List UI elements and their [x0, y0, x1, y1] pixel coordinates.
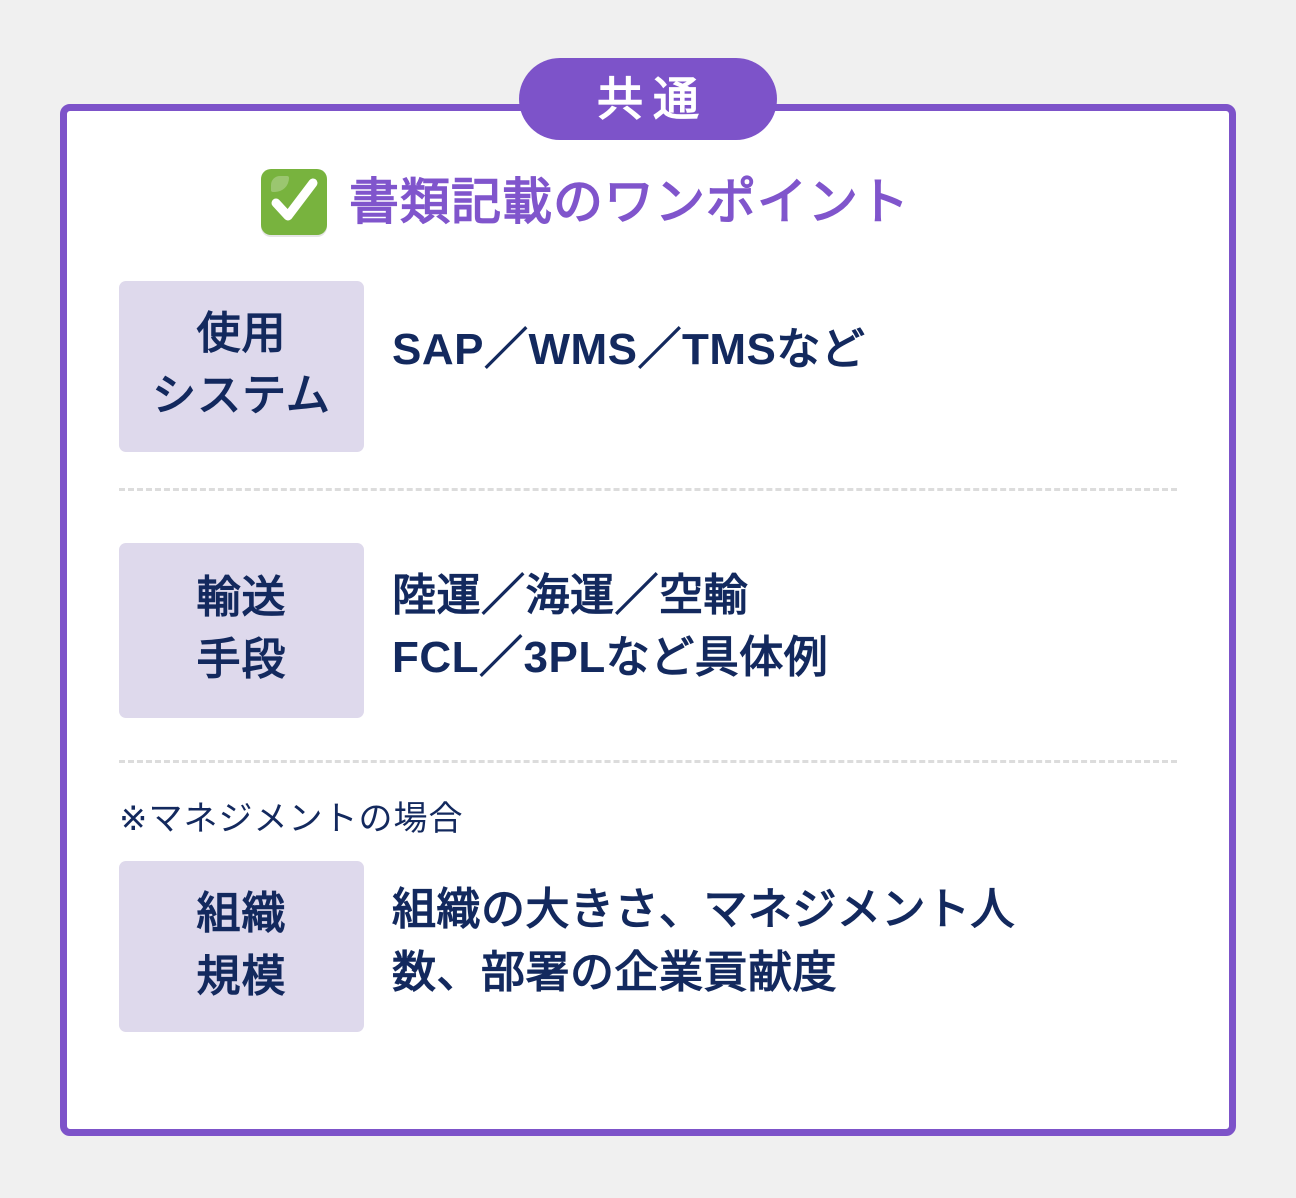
chip-line: 組織 — [196, 889, 287, 939]
row-systems-label-chip: 使用 システム — [119, 281, 364, 452]
divider-2 — [119, 759, 1177, 763]
row-organization: 組織 規模 組織の大きさ、マネジメント人 数、部署の企業貢献度 — [119, 861, 1177, 1032]
card-content: 書類記載のワンポイント 使用 システム SAP／WMS／TMSなど 輸送 手段 — [67, 111, 1229, 1129]
common-section-card: 書類記載のワンポイント 使用 システム SAP／WMS／TMSなど 輸送 手段 — [60, 104, 1236, 1136]
row-transport-value: 陸運／海運／空輸 FCL／3PLなど具体例 — [392, 543, 828, 690]
divider-1 — [119, 487, 1177, 491]
value-line: SAP／WMS／TMSなど — [392, 325, 866, 374]
chip-line: 手段 — [196, 635, 287, 685]
value-line: FCL／3PLなど具体例 — [392, 633, 829, 683]
card-title-row: 書類記載のワンポイント — [119, 169, 1177, 235]
row-transport-label-chip: 輸送 手段 — [119, 542, 364, 718]
chip-line: 使用 — [196, 309, 287, 358]
row-systems-value: SAP／WMS／TMSなど — [392, 281, 865, 381]
row-systems: 使用 システム SAP／WMS／TMSなど — [119, 281, 1177, 452]
chip-line: 規模 — [196, 951, 287, 1001]
value-line: 組織の大きさ、マネジメント人 — [392, 885, 1015, 935]
value-line: 陸運／海運／空輸 — [392, 570, 748, 620]
chip-line: システム — [152, 371, 331, 421]
row-transport: 輸送 手段 陸運／海運／空輸 FCL／3PLなど具体例 — [119, 542, 1177, 718]
row-organization-value: 組織の大きさ、マネジメント人 数、部署の企業貢献度 — [392, 861, 1015, 1004]
value-line: 数、部署の企業貢献度 — [392, 947, 837, 997]
row-organization-label-chip: 組織 規模 — [119, 861, 364, 1032]
section-badge: 共通 — [519, 58, 777, 140]
management-note: ※マネジメントの場合 — [119, 799, 464, 838]
white-check-mark-icon — [261, 169, 327, 235]
chip-line: 輸送 — [196, 572, 287, 622]
page-title: 書類記載のワンポイント — [349, 173, 910, 230]
